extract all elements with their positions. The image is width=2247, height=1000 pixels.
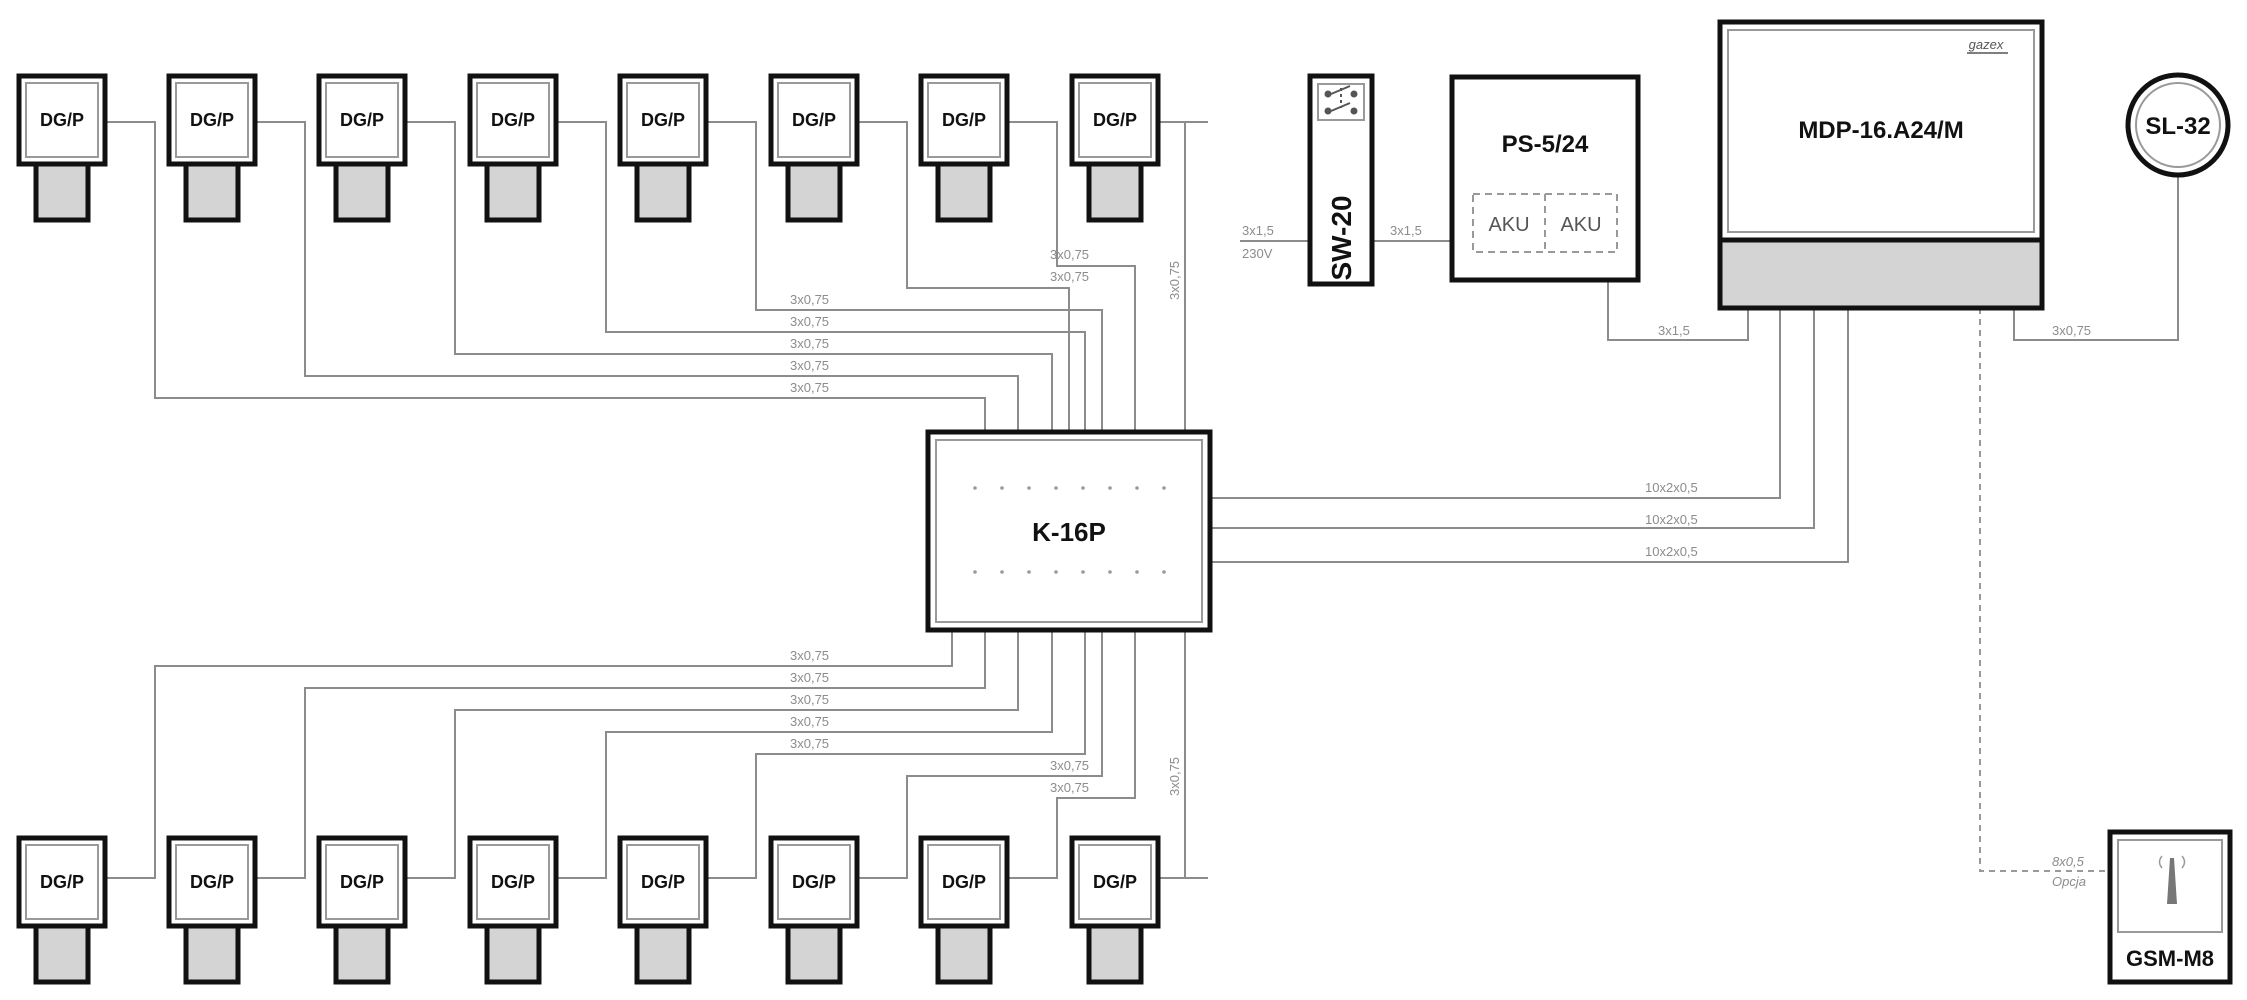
battery-label-2: AKU [1560, 214, 1601, 236]
sw20-switch: SW-20 [1307, 73, 1375, 287]
detector-label: DG/P [491, 110, 535, 130]
detector-cable-label: 3x0,75 [1050, 247, 1089, 262]
detector-top-3: DG/P [316, 73, 408, 223]
detector-top-2: DG/P [166, 73, 258, 223]
signaller-cable-label: 3x0,75 [2052, 323, 2091, 338]
detector-cable-label: 3x0,75 [1167, 261, 1182, 300]
hub-terminal-dot [1081, 570, 1085, 574]
detector-cable-label: 3x0,75 [1050, 269, 1089, 284]
hub-terminal-dot [1162, 486, 1166, 490]
detector-cable-label: 3x0,75 [790, 714, 829, 729]
detector-bottom-5: DG/P [617, 835, 709, 985]
signaller-title: SL-32 [2145, 113, 2210, 140]
hub-terminal-dot [973, 486, 977, 490]
detector-top-4: DG/P [467, 73, 559, 223]
detector-label: DG/P [40, 110, 84, 130]
detector-label: DG/P [792, 110, 836, 130]
mains-cable-label: 3x1,5 [1242, 223, 1274, 238]
detector-label: DG/P [1093, 872, 1137, 892]
detector-cable-label: 3x0,75 [790, 648, 829, 663]
detector-cable-label: 3x0,75 [790, 736, 829, 751]
psu-title: PS-5/24 [1502, 131, 1589, 158]
hub-terminal-dot [1162, 570, 1166, 574]
hub-terminal-dot [1135, 486, 1139, 490]
controller-title: MDP-16.A24/M [1798, 117, 1963, 144]
sl32-signaller: SL-32 [2125, 72, 2231, 178]
switch-cable-label: 3x1,5 [1390, 223, 1422, 238]
detector-cable-label: 3x0,75 [1167, 757, 1182, 796]
hub-terminals [973, 486, 1166, 574]
detector-bottom-6: DG/P [768, 835, 860, 985]
gsm-cable-label: 8x0,5 [2052, 854, 2085, 869]
detector-label: DG/P [942, 872, 986, 892]
detector-label: DG/P [1093, 110, 1137, 130]
detector-cable-label: 3x0,75 [1050, 780, 1089, 795]
k16p-hub: K-16P [925, 429, 1213, 633]
switch-title: SW-20 [1326, 195, 1357, 280]
detector-bottom-2: DG/P [166, 835, 258, 985]
detector-wires [105, 121, 1208, 879]
hub-terminal-dot [1135, 570, 1139, 574]
detector-bottom-7: DG/P [918, 835, 1010, 985]
detector-bottom-3: DG/P [316, 835, 408, 985]
hub-terminal-dot [1081, 486, 1085, 490]
detector-top-6: DG/P [768, 73, 860, 223]
gsm-module: GSM-M8 [2107, 829, 2233, 985]
detector-group: DG/P DG/P DG/P DG/P DG/P DG/P DG/P DG/P DG/P DG/P… [16, 73, 1161, 985]
right-wires [1210, 175, 2179, 872]
detector-top-1: DG/P [16, 73, 108, 223]
hub-terminal-dot [1000, 486, 1004, 490]
detector-bottom-8: DG/P [1069, 835, 1161, 985]
detector-cable-label: 3x0,75 [790, 670, 829, 685]
detector-label: DG/P [190, 110, 234, 130]
detector-label: DG/P [491, 872, 535, 892]
hub-terminal-dot [1054, 486, 1058, 490]
bus-cable-label-2: 10x2x0,5 [1645, 512, 1698, 527]
detector-top-7: DG/P [918, 73, 1010, 223]
hub-terminal-dot [1000, 570, 1004, 574]
hub-terminal-dot [1108, 486, 1112, 490]
hub-title: K-16P [1032, 517, 1106, 547]
hub-terminal-dot [1108, 570, 1112, 574]
switch-symbol-icon [1324, 85, 1358, 115]
detector-label: DG/P [641, 872, 685, 892]
bus-cable-label-3: 10x2x0,5 [1645, 544, 1698, 559]
detector-cable-label: 3x0,75 [790, 336, 829, 351]
hub-terminal-dot [1054, 570, 1058, 574]
detector-cable-label: 3x0,75 [790, 292, 829, 307]
detector-cable-label: 3x0,75 [1050, 758, 1089, 773]
mains-voltage-label: 230V [1242, 246, 1273, 261]
detector-bottom-1: DG/P [16, 835, 108, 985]
gsm-title: GSM-M8 [2126, 946, 2214, 971]
detector-cable-labels: 3x0,75 3x0,75 3x0,75 3x0,75 3x0,75 3x0,75 3x0,… [790, 247, 1182, 796]
detector-label: DG/P [641, 110, 685, 130]
detector-cable-label: 3x0,75 [790, 380, 829, 395]
detector-top-8: DG/P [1069, 73, 1161, 223]
detector-cable-label: 3x0,75 [790, 314, 829, 329]
detector-label: DG/P [942, 110, 986, 130]
detector-top-5: DG/P [617, 73, 709, 223]
bus-cable-label-1: 10x2x0,5 [1645, 480, 1698, 495]
hub-terminal-dot [1027, 486, 1031, 490]
mdp-controller: MDP-16.A24/M gazex [1717, 19, 2045, 311]
detector-label: DG/P [40, 872, 84, 892]
hub-terminal-dot [973, 570, 977, 574]
detector-label: DG/P [792, 872, 836, 892]
hub-terminal-dot [1027, 570, 1031, 574]
detector-label: DG/P [340, 872, 384, 892]
psu-cable-label: 3x1,5 [1658, 323, 1690, 338]
detector-label: DG/P [340, 110, 384, 130]
gsm-option-label: Opcja [2052, 874, 2086, 889]
detector-cable-label: 3x0,75 [790, 358, 829, 373]
brand-logo: gazex [1969, 37, 2004, 52]
detector-cable-label: 3x0,75 [790, 692, 829, 707]
antenna-icon [2158, 855, 2186, 904]
ps-power-supply: PS-5/24 AKU AKU [1449, 74, 1641, 283]
battery-label-1: AKU [1488, 214, 1529, 236]
detector-label: DG/P [190, 872, 234, 892]
detector-bottom-4: DG/P [467, 835, 559, 985]
